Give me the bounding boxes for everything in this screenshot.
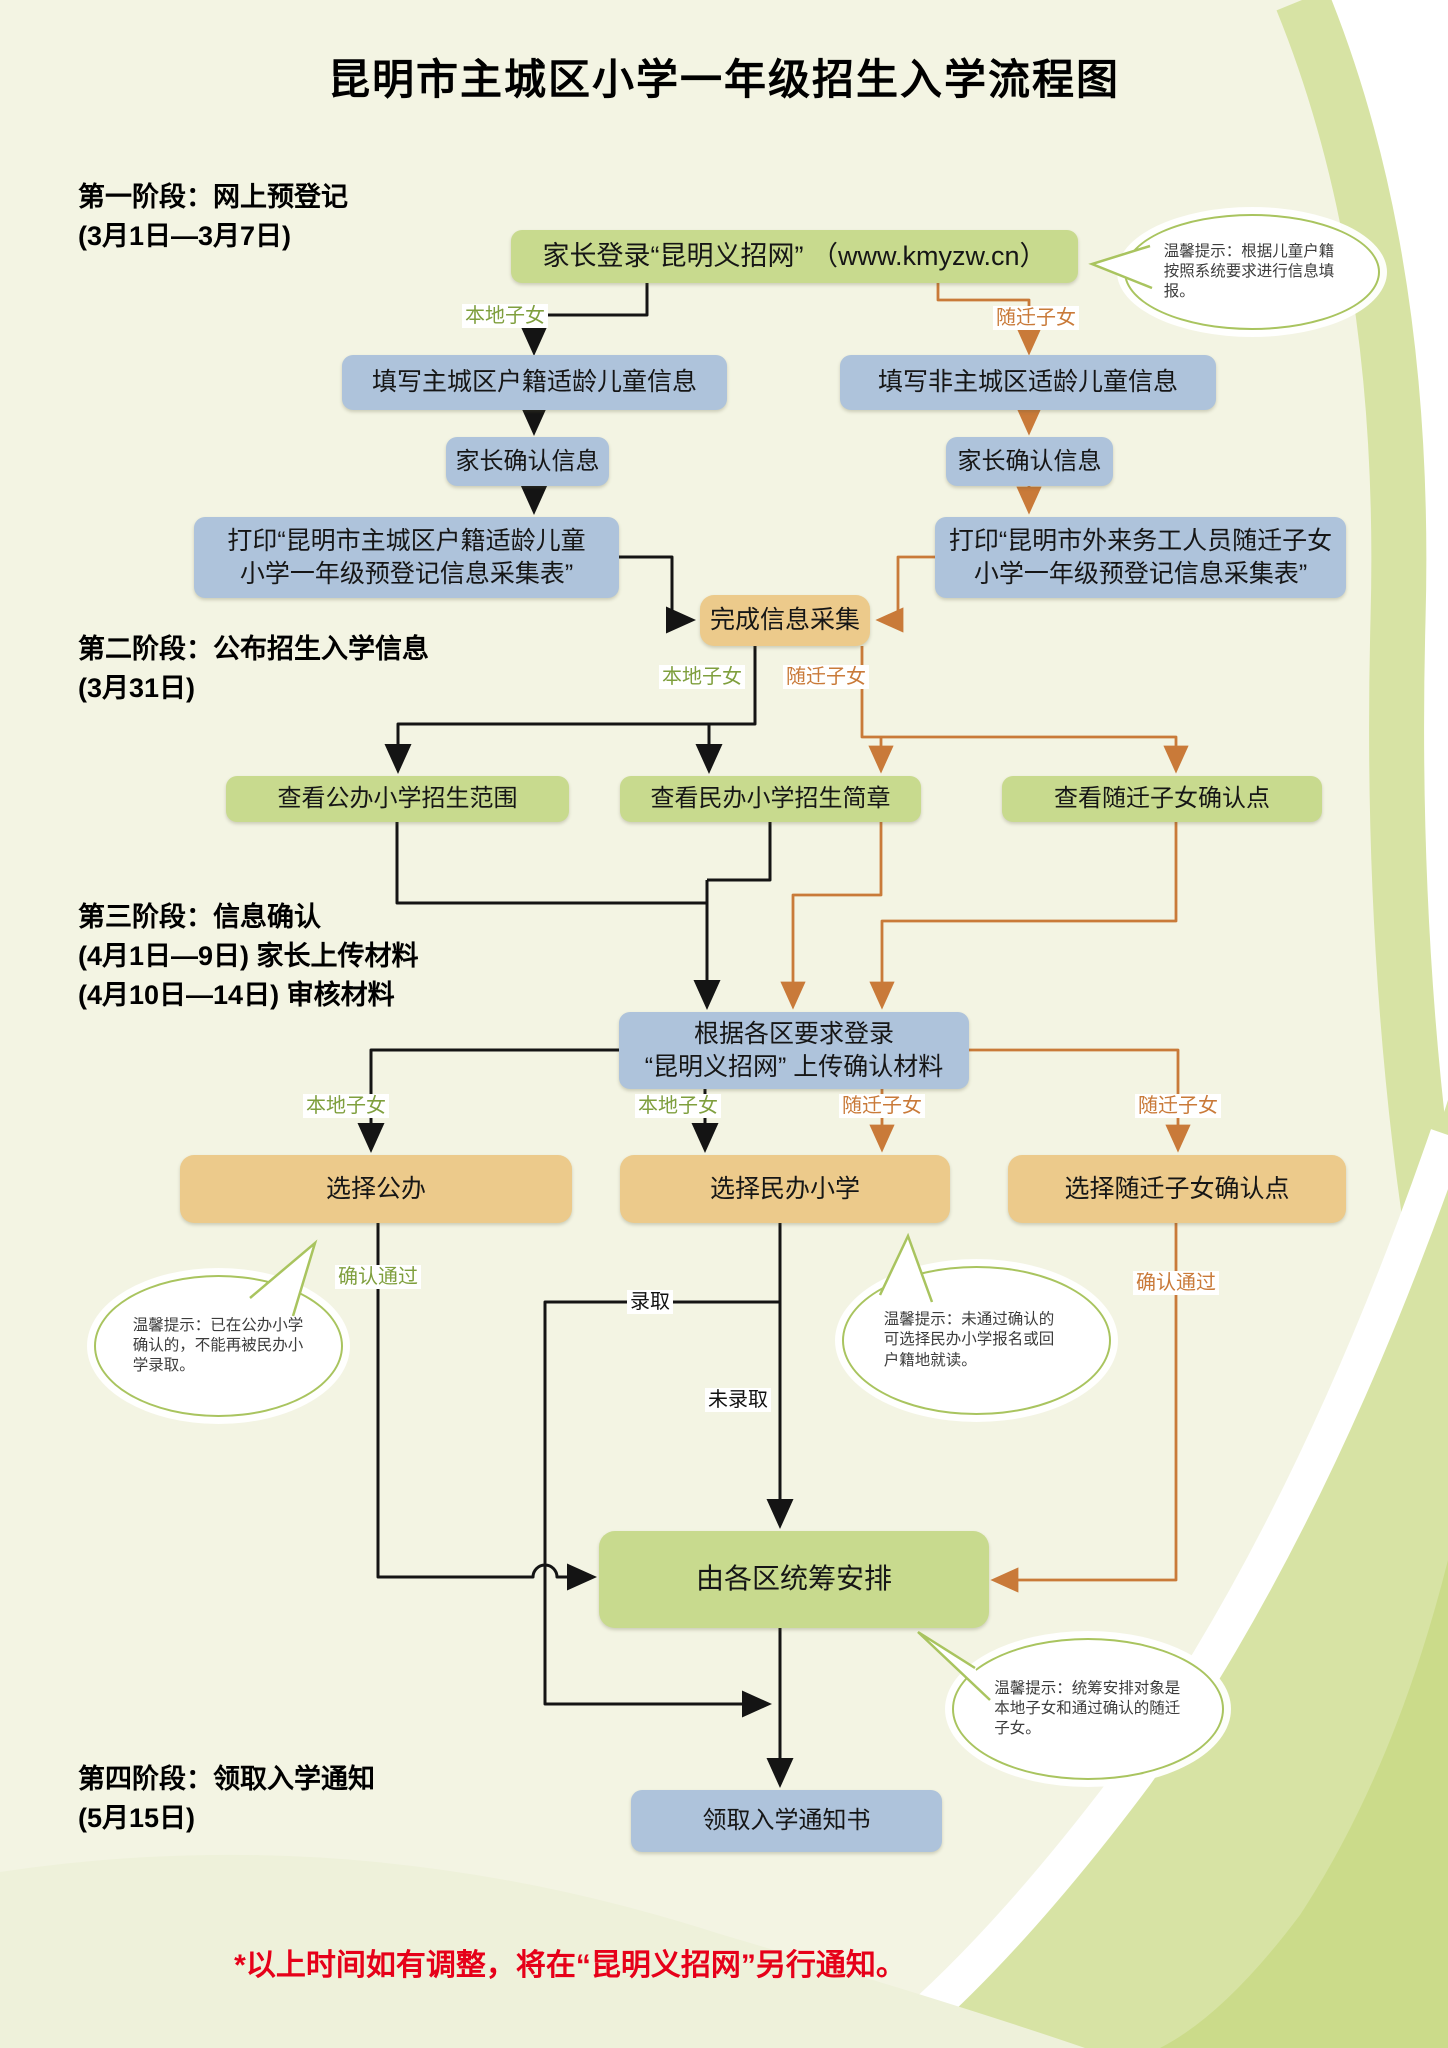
node-receive-notice: 领取入学通知书 [631,1790,942,1852]
stage-4-line-1: 第四阶段：领取入学通知 [78,1764,375,1794]
tip-bubble-public-confirmed: 温馨提示：已在公办小学确认的，不能再被民办小学录取。 [94,1275,343,1417]
stage-3-heading: 第三阶段：信息确认 (4月1日—9日) 家长上传材料 (4月10日—14日) 审… [78,898,419,1015]
node-district-arrangement-label: 由各区统筹安排 [695,1563,892,1595]
node-choose-public-label: 选择公办 [325,1174,426,1203]
node-district-arrangement: 由各区统筹安排 [599,1531,989,1628]
node-print-local-line2: 小学一年级预登记信息采集表” [239,559,574,588]
tip-bubble-arrangement-scope: 温馨提示：统筹安排对象是本地子女和通过确认的随迁子女。 [952,1638,1224,1780]
edge-label-admitted: 录取 [627,1290,673,1314]
edge-label-confirmed-public: 确认通过 [335,1265,421,1289]
node-view-private-guide-label: 查看民办小学招生简章 [650,785,891,813]
node-choose-migrant-point: 选择随迁子女确认点 [1008,1155,1346,1223]
stage-1-heading: 第一阶段：网上预登记 (3月1日—3月7日) [78,178,348,256]
tip-bubble-not-confirmed-text: 温馨提示：未通过确认的可选择民办小学报名或回户籍地就读。 [883,1311,1055,1369]
node-parent-login: 家长登录“昆明义招网” （www.kmyzw.cn） [511,230,1078,283]
node-fill-nonlocal-label: 填写非主城区适龄儿童信息 [877,368,1178,397]
stage-2-line-1: 第二阶段：公布招生入学信息 [78,634,429,664]
edge-complete-to-view-point [860,646,1189,774]
node-choose-public: 选择公办 [180,1155,572,1223]
tip-bubble-public-confirmed-text: 温馨提示：已在公办小学确认的，不能再被民办小学录取。 [132,1316,304,1375]
node-complete-collection-label: 完成信息采集 [709,606,860,635]
tip-bubble-not-confirmed: 温馨提示：未通过确认的可选择民办小学报名或回户籍地就读。 [842,1266,1111,1415]
stage-3-line-2: (4月1日—9日) 家长上传材料 [78,941,419,972]
footnote-notice: *以上时间如有调整，将在“昆明义招网”另行通知。 [234,1949,906,1982]
node-print-nonlocal-line1: 打印“昆明市外来务工人员随迁子女 [948,527,1333,555]
bottom-right-deep-green-corner [1160,1560,1448,2048]
node-choose-private-label: 选择民办小学 [709,1174,860,1203]
stage-1-line-2: (3月1日—3月7日) [78,221,292,252]
stage-2-heading: 第二阶段：公布招生入学信息 (3月31日) [78,630,429,708]
node-print-nonlocal-text: 打印“昆明市外来务工人员随迁子女 小学一年级预登记信息采集表” [949,525,1332,590]
stage-1-line-1: 第一阶段：网上预登记 [78,182,348,212]
edge-view-point-to-upload [869,822,1178,1010]
edge-label-migrant-private: 随迁子女 [839,1094,925,1118]
edge-label-local-private: 本地子女 [635,1094,721,1118]
node-parent-confirm-nonlocal-label: 家长确认信息 [957,447,1102,475]
page-title: 昆明市主城区小学一年级招生入学流程图 [327,56,1120,103]
node-print-local-text: 打印“昆明市主城区户籍适龄儿童 小学一年级预登记信息采集表” [227,525,585,590]
edge-admitted-branch [543,1300,780,1718]
node-upload-materials: 根据各区要求登录 “昆明义招网” 上传确认材料 [619,1012,969,1089]
top-right-green-band [1276,0,1448,1335]
stage-3-line-1: 第三阶段：信息确认 [78,902,321,932]
node-choose-migrant-point-label: 选择随迁子女确认点 [1064,1174,1290,1203]
node-parent-confirm-local-label: 家长确认信息 [455,447,600,475]
edge-upload-to-choose-public [357,1048,619,1153]
edge-label-confirmed-point: 确认通过 [1133,1271,1219,1295]
node-view-private-guide: 查看民办小学招生简章 [620,776,921,822]
node-upload-materials-text: 根据各区要求登录 “昆明义招网” 上传确认材料 [645,1018,944,1083]
node-parent-confirm-local: 家长确认信息 [446,437,609,486]
edge-label-local-top: 本地子女 [462,304,548,328]
edge-view-private-to-upload-orange [780,822,883,1010]
node-view-migrant-point: 查看随迁子女确认点 [1002,776,1322,822]
stage-4-heading: 第四阶段：领取入学通知 (5月15日) [78,1760,375,1838]
edge-label-migrant-top: 随迁子女 [993,306,1079,330]
stage-4-line-2: (5月15日) [78,1803,196,1834]
node-upload-line1: 根据各区要求登录 [693,1020,894,1048]
stage-2-line-2: (3月31日) [78,673,196,704]
node-receive-notice-label: 领取入学通知书 [702,1807,871,1835]
edge-label-not-admitted: 未录取 [705,1388,771,1412]
top-right-white-corner [1302,0,1448,1330]
node-upload-line2: “昆明义招网” 上传确认材料 [644,1052,944,1081]
node-view-public-scope: 查看公办小学招生范围 [226,776,569,822]
node-print-nonlocal-line2: 小学一年级预登记信息采集表” [973,559,1308,588]
edge-label-local-mid: 本地子女 [659,665,745,689]
stage-3-line-3: (4月10日—14日) 审核材料 [78,980,395,1011]
edge-print-nonlocal-to-complete [875,555,935,633]
node-print-local-form: 打印“昆明市主城区户籍适龄儿童 小学一年级预登记信息采集表” [194,517,619,598]
edge-view-private-down-black [707,822,772,882]
tip-bubble-registration-text: 温馨提示：根据儿童户籍按照系统要求进行信息填报。 [1163,242,1335,301]
edge-label-migrant-point: 随迁子女 [1135,1094,1221,1118]
edge-view-public-down [395,822,707,905]
node-fill-local-label: 填写主城区户籍适龄儿童信息 [371,368,697,397]
node-choose-private: 选择民办小学 [620,1155,950,1223]
edge-print-local-to-complete [619,555,696,634]
node-print-local-line1: 打印“昆明市主城区户籍适龄儿童 [227,527,586,555]
node-complete-collection: 完成信息采集 [700,595,870,646]
edge-label-local-public: 本地子女 [303,1094,389,1118]
tip-bubble-arrangement-scope-text: 温馨提示：统筹安排对象是本地子女和通过确认的随迁子女。 [994,1679,1181,1738]
node-parent-confirm-nonlocal: 家长确认信息 [946,437,1113,486]
edge-label-migrant-mid: 随迁子女 [783,665,869,689]
edge-login-to-fill-local [520,283,649,356]
node-fill-local-info: 填写主城区户籍适龄儿童信息 [342,355,727,410]
node-parent-login-label: 家长登录“昆明义招网” （www.kmyzw.cn） [542,240,1047,271]
tip-bubble-registration: 温馨提示：根据儿童户籍按照系统要求进行信息填报。 [1124,214,1380,330]
node-view-migrant-point-label: 查看随迁子女确认点 [1054,785,1270,813]
node-fill-nonlocal-info: 填写非主城区适龄儿童信息 [840,355,1216,410]
node-view-public-scope-label: 查看公办小学招生范围 [277,785,518,813]
node-print-nonlocal-form: 打印“昆明市外来务工人员随迁子女 小学一年级预登记信息采集表” [935,517,1346,598]
